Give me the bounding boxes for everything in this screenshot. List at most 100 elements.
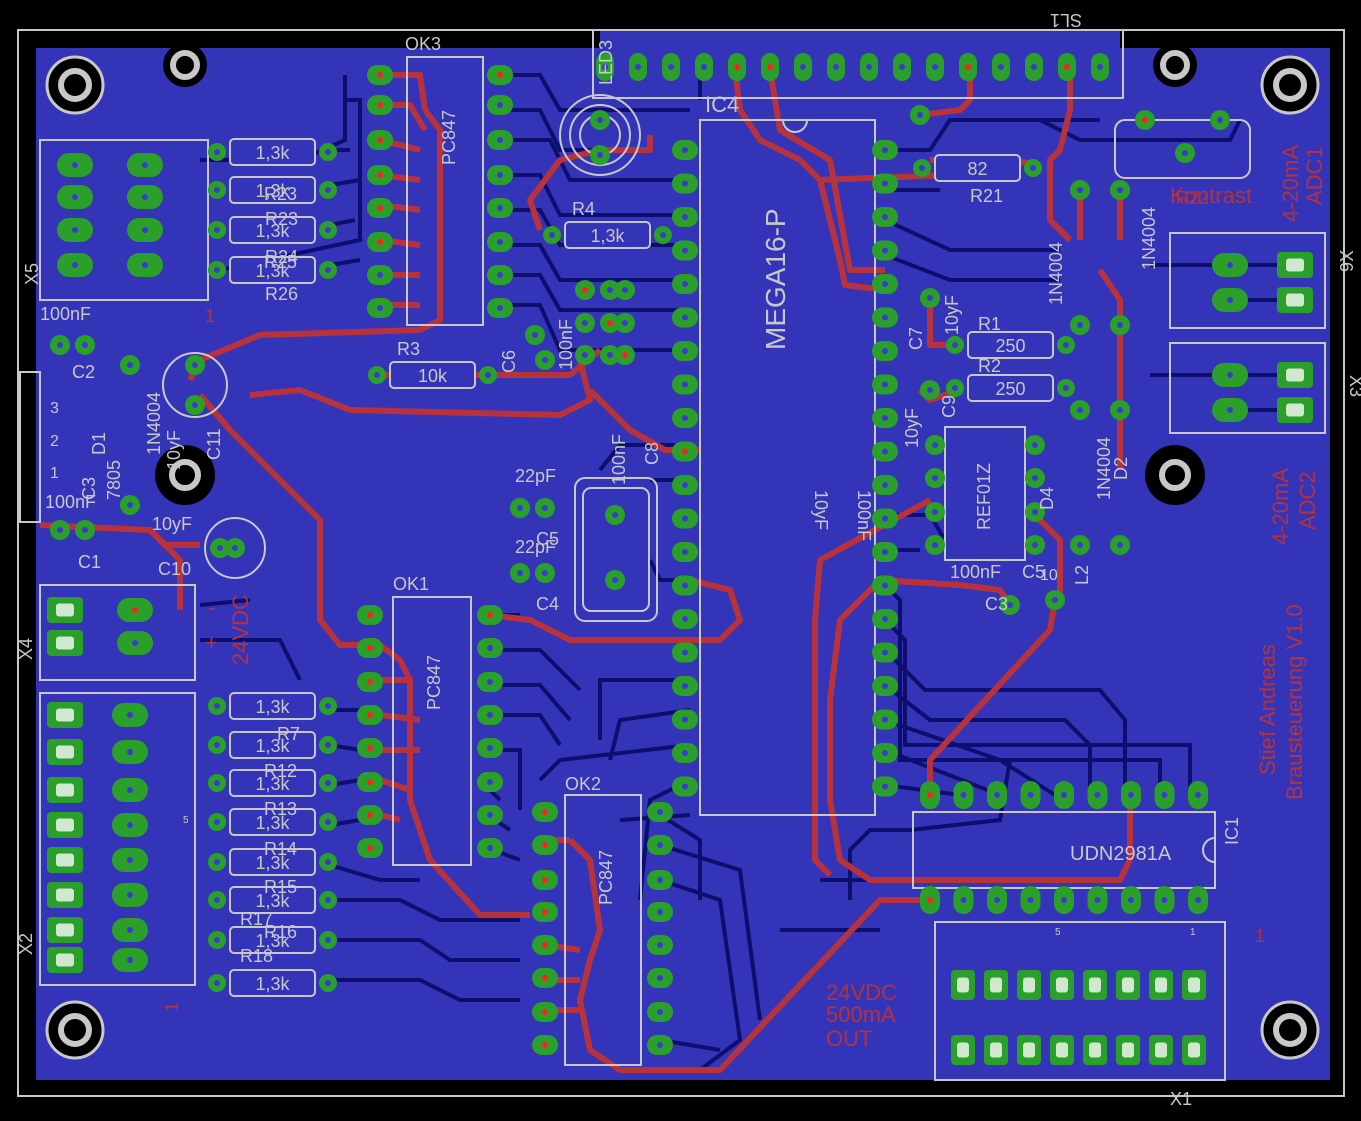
ok1-pin-right-4	[477, 738, 503, 758]
silk-labels: OK3 OK1 OK2 IC4 PC847 PC847 PC847 MEGA16…	[16, 10, 1361, 1109]
misc-pad-15	[1110, 400, 1130, 420]
ic4-pin-right-11	[872, 508, 898, 529]
rbank-body-0: 1,3k	[229, 692, 316, 720]
ic4-pin-left-11	[672, 508, 698, 529]
ok2-pin-left-7	[532, 1035, 558, 1055]
c1-label: C1	[78, 552, 101, 572]
ic1-pin-bottom-7	[1154, 886, 1175, 914]
x5-pin-a-1	[57, 185, 93, 209]
ok1-pin-left-5	[357, 772, 383, 792]
c4-value: 22pF	[515, 537, 556, 557]
misc-pad-31	[120, 495, 140, 515]
misc-pad-35	[210, 538, 230, 558]
misc-pad-20	[925, 535, 945, 555]
sl1-pin-8	[860, 53, 878, 81]
sl1-pin-10	[926, 53, 944, 81]
misc-pad-23	[1025, 502, 1045, 522]
misc-pad-8	[615, 345, 635, 365]
r23-body: 1,3k	[229, 138, 316, 166]
x6-label: X6	[1336, 250, 1356, 272]
rbank-body-7: 1,3k	[229, 969, 316, 997]
misc-pad-22	[1025, 468, 1045, 488]
ic4-pin-left-15	[672, 642, 698, 663]
sl1-pin-11	[959, 53, 977, 81]
ic1-pin-top-0	[920, 781, 940, 809]
misc-pad-7	[600, 345, 620, 365]
r4-label: R4	[572, 199, 595, 219]
r24-body: 1,3k	[229, 176, 316, 204]
rbank-body-2: 1,3k	[229, 769, 316, 797]
ok1-pin-right-3	[477, 705, 503, 725]
c9-label: C9	[939, 395, 959, 418]
r2-body-value: 250	[995, 379, 1025, 399]
x2-pin-a-1	[47, 739, 83, 765]
r23-body-pad-b	[319, 143, 337, 161]
c-smd-value-2: 100nF	[854, 490, 874, 541]
r1-body: 250	[967, 331, 1054, 359]
ic4-pin-left-5	[672, 307, 698, 328]
r17-label: R17	[240, 909, 273, 929]
misc-pad-49	[1045, 590, 1065, 610]
r21-body-pad-a	[913, 159, 931, 177]
adc1-label-a: 4-20mA	[1278, 145, 1303, 222]
ic4-pin-left-9	[672, 441, 698, 462]
misc-pad-32	[185, 355, 205, 375]
ic4-pin-left-16	[672, 676, 698, 696]
ic1-pin-bottom-1	[953, 886, 974, 914]
r3-body-pad-b	[479, 366, 497, 384]
ic4-pin-right-7	[872, 374, 898, 395]
ok3-pin-right-1	[487, 95, 513, 115]
r23-label-2: R23	[264, 184, 297, 204]
x5-pin1-label: 1	[205, 306, 215, 326]
x5-pin-a-3	[57, 253, 93, 277]
rbank-body-0-pad-b	[319, 697, 337, 715]
ok2-pin-right-5	[647, 968, 673, 988]
sl1-pin-3	[695, 53, 713, 81]
r24-body-pad-a	[208, 181, 226, 199]
x1-pin-bottom-3	[1050, 1035, 1074, 1065]
rbank-body-6-pad-b	[319, 931, 337, 949]
ok1-pin-left-0	[357, 605, 383, 625]
rbank-body-3-pad-b	[319, 813, 337, 831]
d-top-left-part: 1N4004	[1046, 242, 1066, 305]
resistors-group: 1,3k1,3k1,3k1,3k10k1,3k822502501,3k1,3k1…	[229, 138, 1054, 997]
misc-pad-47	[75, 520, 95, 540]
c8-label: C8	[642, 442, 662, 465]
r21-label: R21	[970, 186, 1003, 206]
x2-pin-a-5	[47, 882, 83, 908]
ic4-label: IC4	[705, 92, 739, 117]
r12-label: R12	[264, 761, 297, 781]
r22-label: R22	[1176, 188, 1209, 208]
ic1-pin-bottom-6	[1121, 886, 1141, 914]
x1-pin-top-4	[1083, 970, 1107, 1000]
r25-body: 1,3k	[229, 216, 316, 244]
r1-body-pad-a	[946, 336, 964, 354]
adc1-label-b: ADC1	[1302, 146, 1327, 205]
misc-pad-29	[590, 145, 610, 165]
rbank-body-7-pad-b	[319, 974, 337, 992]
ic4-pin-right-3	[872, 240, 898, 261]
ic4-pin-left-17	[672, 709, 698, 730]
ok2-pin-left-5	[532, 968, 558, 988]
ic4-pin-right-16	[872, 676, 898, 696]
ok2-label: OK2	[565, 774, 601, 794]
ic4-pin-left-1	[672, 173, 698, 194]
sl1-pin-9	[893, 53, 911, 81]
misc-pad-38	[510, 563, 530, 583]
ok2-pin-left-3	[532, 902, 558, 922]
x5-pin-b-3	[127, 253, 163, 277]
ic4-pin-left-19	[672, 776, 698, 797]
rbank-body-5-value: 1,3k	[255, 891, 290, 911]
ic1-pin-top-3	[1020, 781, 1041, 809]
d4-label: D4	[1037, 487, 1057, 510]
ok1-pin-right-6	[477, 805, 503, 825]
ok3-pin-right-2	[487, 130, 513, 150]
ic1-pin-top-5	[1087, 781, 1108, 809]
c2-label: C2	[72, 362, 95, 382]
misc-pad-16	[1110, 535, 1130, 555]
ok2-pin-right-0	[647, 802, 673, 822]
x5-pin-b-1	[127, 185, 163, 209]
d2-label: D2	[1111, 457, 1131, 480]
ic1-pin-top-2	[987, 781, 1007, 809]
r18-label: R18	[240, 946, 273, 966]
